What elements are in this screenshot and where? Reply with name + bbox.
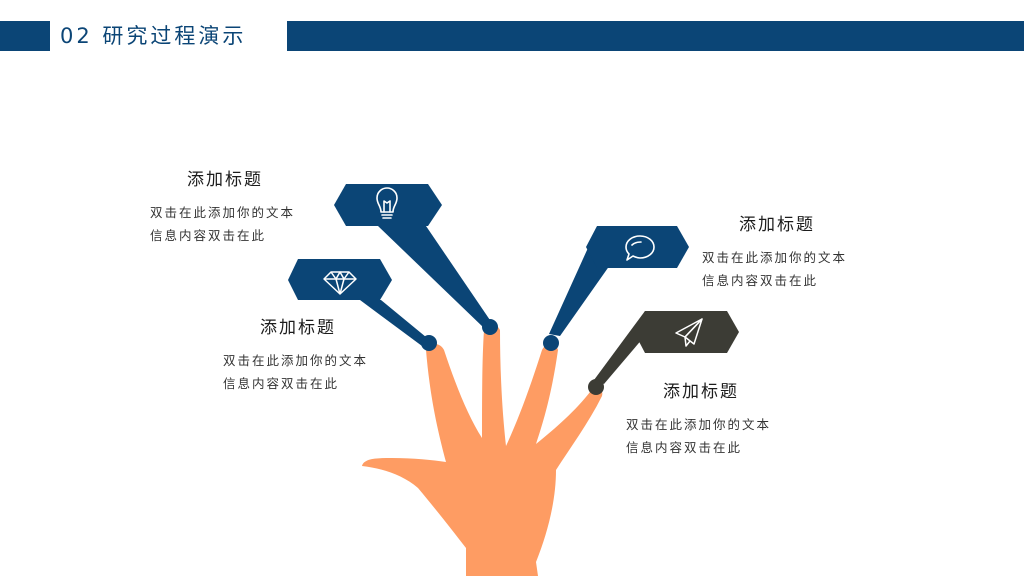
text-block-plane: 添加标题 双击在此添加你的文本信息内容双击在此 <box>626 381 806 459</box>
callout-plane <box>634 311 739 353</box>
dot-lightbulb <box>482 319 498 335</box>
block-title: 添加标题 <box>663 382 739 402</box>
dot-plane <box>588 379 604 395</box>
pointer-diamond <box>360 300 432 346</box>
block-body: 双击在此添加你的文本信息内容双击在此 <box>702 250 848 288</box>
header-bar-left <box>0 21 50 51</box>
page-title: 02 研究过程演示 <box>60 24 247 48</box>
text-block-chat: 添加标题 双击在此添加你的文本信息内容双击在此 <box>702 214 882 292</box>
block-title: 添加标题 <box>187 170 263 190</box>
pointer-lightbulb <box>378 226 494 328</box>
chat-bubble-icon <box>625 235 655 261</box>
block-body: 双击在此添加你的文本信息内容双击在此 <box>150 205 296 243</box>
hand-shape <box>362 324 603 576</box>
paper-plane-icon <box>675 318 703 347</box>
dot-diamond <box>421 335 437 351</box>
lightbulb-icon <box>376 187 398 219</box>
block-title: 添加标题 <box>739 215 815 235</box>
dot-chat <box>543 335 559 351</box>
diamond-icon <box>323 271 357 295</box>
block-title: 添加标题 <box>260 318 336 338</box>
block-body: 双击在此添加你的文本信息内容双击在此 <box>223 353 369 391</box>
callout-lightbulb <box>334 184 442 226</box>
block-body: 双击在此添加你的文本信息内容双击在此 <box>626 417 772 455</box>
header-bar-right <box>287 21 1024 51</box>
text-block-diamond: 添加标题 双击在此添加你的文本信息内容双击在此 <box>223 317 403 395</box>
text-block-lightbulb: 添加标题 双击在此添加你的文本信息内容双击在此 <box>150 169 330 247</box>
callout-chat <box>586 226 689 268</box>
